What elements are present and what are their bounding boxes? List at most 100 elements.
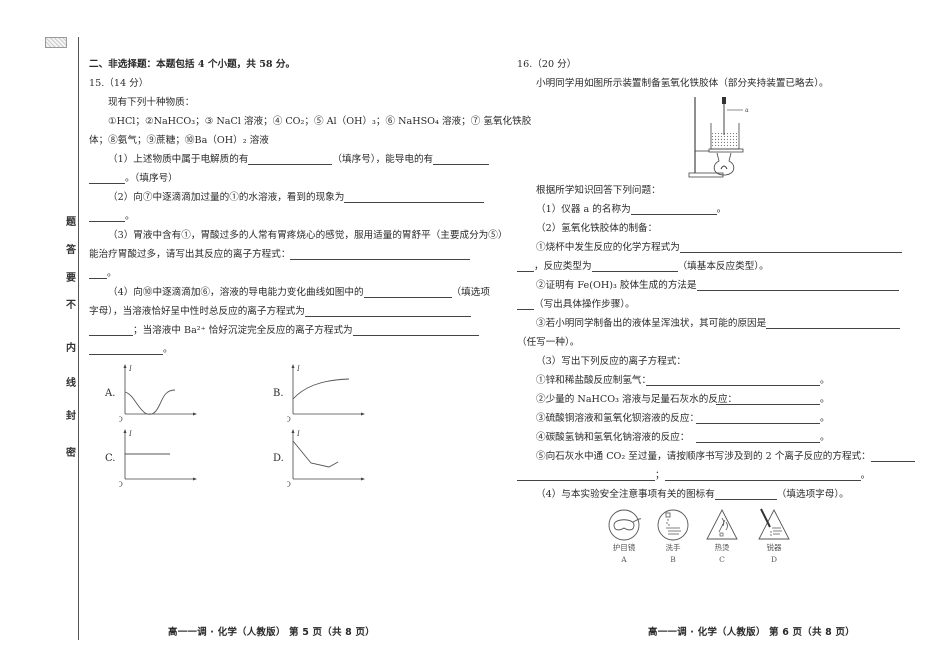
svg-text:I: I xyxy=(128,430,132,438)
q16-p2-2-blank[interactable] xyxy=(696,278,899,291)
q15-p4-line2: 字母），当溶液恰好呈中性时总反应的离子方程式为 xyxy=(89,306,305,317)
q15-p2-text: （2）向⑦中逐滴滴加过量的①的水溶液，看到的现象为 xyxy=(108,192,345,203)
safety-icon-c: 热烫 C xyxy=(702,508,742,566)
svg-text:O: O xyxy=(119,416,123,424)
q16-p1-blank[interactable] xyxy=(630,202,717,215)
q15-p4-end: 。 xyxy=(163,344,173,355)
q16-p3-item-end: 。 xyxy=(820,375,830,386)
q16-p2: （2）氢氧化铁胶体的制备： xyxy=(536,223,658,234)
graph-a-curve-icon: I O xyxy=(119,364,197,424)
q16-p3-item: ②少量的 NaHCO₃ 溶液与足量石灰水的反应： xyxy=(536,394,738,405)
binding-char: 要 xyxy=(66,273,76,284)
apparatus-figure: a xyxy=(517,93,904,181)
q16-p3-item-end: 。 xyxy=(820,413,830,424)
q16-p3: （3）写出下列反应的离子方程式： xyxy=(536,356,687,367)
svg-text:I: I xyxy=(296,430,300,438)
graph-b-curve-icon: I O xyxy=(287,364,365,424)
svg-text:I: I xyxy=(296,365,300,373)
q16-p4-blank[interactable] xyxy=(714,487,777,500)
q16-p1-text: （1）仪器 a 的名称为 xyxy=(536,204,631,215)
safety-icon-d: 锐器 D xyxy=(754,508,794,566)
q16-p2-2-cont: （写出具体操作步骤）。 xyxy=(534,299,635,310)
q15-p3-line2: 能治疗胃酸过多，请写出其反应的离子方程式： xyxy=(89,249,291,260)
q15-part1: （1）上述物质中属于电解质的有（填序号），能导电的有 xyxy=(89,150,490,169)
section-title: 二、非选择题：本题包括 4 个小题，共 58 分。 xyxy=(89,59,296,70)
q16-p3-item-blank[interactable] xyxy=(696,411,820,424)
q15-p1-text-c: 。（填序号） xyxy=(125,173,178,184)
q15-p4-blank-ba-cont[interactable] xyxy=(89,342,163,355)
q16-p1-end: 。 xyxy=(716,204,727,215)
q16-p2-2-blank-cont[interactable] xyxy=(517,297,534,310)
q15-p4-text-b: （填选项 xyxy=(451,287,490,298)
q15-p4-blank-ba[interactable] xyxy=(352,323,479,336)
safety-icon-letter: D xyxy=(770,555,777,564)
q15-p2-blank-cont[interactable] xyxy=(89,209,125,222)
graph-label: C. xyxy=(105,453,116,464)
q15-p2-blank[interactable] xyxy=(344,190,485,203)
svg-text:O: O xyxy=(119,481,123,489)
q16-p3-item-blank[interactable] xyxy=(646,373,820,386)
q15-p1-blank-cont[interactable] xyxy=(89,171,125,184)
q15-p3-end: 。 xyxy=(107,268,117,279)
safety-icon-letter: B xyxy=(670,555,676,564)
graph-c: C. I O xyxy=(105,427,275,489)
q15-p1-blank-electrolytes[interactable] xyxy=(248,152,333,165)
q16-p3-item-end: 。 xyxy=(820,432,830,443)
q15-p2-end: 。 xyxy=(125,211,135,222)
hand-wash-icon xyxy=(657,509,689,541)
q16-p2-1-text-a: ，反应类型为 xyxy=(534,261,592,272)
graph-label: A. xyxy=(105,388,116,399)
q15-intro: 现有下列十种物质： xyxy=(108,97,195,108)
graph-label: B. xyxy=(273,388,284,399)
q16-p2-3-text: ③若小明同学制备出的液体呈浑浊状，其可能的原因是 xyxy=(536,318,767,329)
q15-p4-blank-graph[interactable] xyxy=(363,285,452,298)
q15-p1-text-a: （1）上述物质中属于电解质的有 xyxy=(108,154,249,165)
binding-char: 密 xyxy=(66,448,76,459)
left-page: 二、非选择题：本题包括 4 个小题，共 58 分。 15.（14 分） 现有下列… xyxy=(89,55,532,504)
binding-char: 封 xyxy=(66,411,76,422)
q16-p3-5-blank[interactable] xyxy=(870,449,915,462)
q16-p3-item-end: 。 xyxy=(820,394,830,405)
svg-text:I: I xyxy=(128,365,132,373)
safety-icon-name: 锐器 xyxy=(766,543,782,552)
q16-p3-5-sep: ； xyxy=(655,470,665,481)
question-16-header: 16.（20 分） xyxy=(517,59,577,70)
left-page-footer: 高一一调 · 化学（人教版） 第 5 页（共 8 页） xyxy=(168,627,375,638)
q16-prompt: 根据所学知识回答下列问题： xyxy=(536,185,661,196)
q15-p3-blank[interactable] xyxy=(290,247,471,260)
q16-p3-item: ③硫酸铜溶液和氢氧化钡溶液的反应： xyxy=(536,413,700,424)
safety-icon-a: 护目镜 A xyxy=(604,508,644,566)
svg-text:O: O xyxy=(287,416,291,424)
q16-p3-item-blank[interactable] xyxy=(716,392,820,405)
binding-char: 内 xyxy=(66,343,76,354)
q15-p4-blank-neutral[interactable] xyxy=(304,304,471,317)
q15-p3-line1: （3）胃液中含有①，胃酸过多的人常有胃疼烧心的感觉，服用适量的胃舒平（主要成分为… xyxy=(108,230,508,241)
q16-p3-5-text: ⑤向石灰水中通 CO₂ 至过量，请按顺序书写涉及到的 2 个离子反应的方程式： xyxy=(536,451,871,462)
q15-substances-line1: ①HCl；②NaHCO₃；③ NaCl 溶液；④ CO₂；⑤ Al（OH）₃；⑥… xyxy=(108,116,532,127)
binding-char: 题 xyxy=(66,217,76,228)
graph-d-curve-icon: I O xyxy=(287,429,365,489)
right-page-footer: 高一一调 · 化学（人教版） 第 6 页（共 8 页） xyxy=(648,627,855,638)
q15-p3-blank-cont[interactable] xyxy=(89,266,107,279)
q16-p3-item-blank[interactable] xyxy=(696,430,820,443)
binding-line xyxy=(78,37,79,640)
q15-p4-line3: ；当溶液中 Ba²⁺ 恰好沉淀完全反应的离子方程式为 xyxy=(133,325,353,336)
q16-p4-text-b: （填选项字母）。 xyxy=(776,489,849,500)
q16-intro: 小明同学用如图所示装置制备氢氧化铁胶体（部分夹持装置已略去）。 xyxy=(536,78,829,89)
graph-c-curve-icon: I O xyxy=(119,429,197,489)
q15-p4-blank-neutral-cont[interactable] xyxy=(89,323,133,336)
q16-p3-item: ④碳酸氢钠和氢氧化钠溶液的反应： xyxy=(536,432,690,443)
q16-p2-1-blank-cont[interactable] xyxy=(517,259,534,272)
q16-p3-item: ①锌和稀盐酸反应制氢气： xyxy=(536,375,652,386)
sharp-objects-icon xyxy=(758,508,790,540)
q16-p2-3-blank[interactable] xyxy=(766,316,901,329)
q16-p2-1-blank-type[interactable] xyxy=(591,259,678,272)
svg-text:O: O xyxy=(287,481,291,489)
q16-p2-1-blank[interactable] xyxy=(679,240,902,253)
q16-p2-1-text: ①烧杯中发生反应的化学方程式为 xyxy=(536,242,680,253)
corner-mark xyxy=(45,37,67,48)
q15-p1-blank-conductors[interactable] xyxy=(433,152,490,165)
graph-a: A. I O xyxy=(105,362,275,424)
q16-p3-5-blank-1[interactable] xyxy=(517,468,655,481)
q16-p3-5-blank-2[interactable] xyxy=(664,468,861,481)
